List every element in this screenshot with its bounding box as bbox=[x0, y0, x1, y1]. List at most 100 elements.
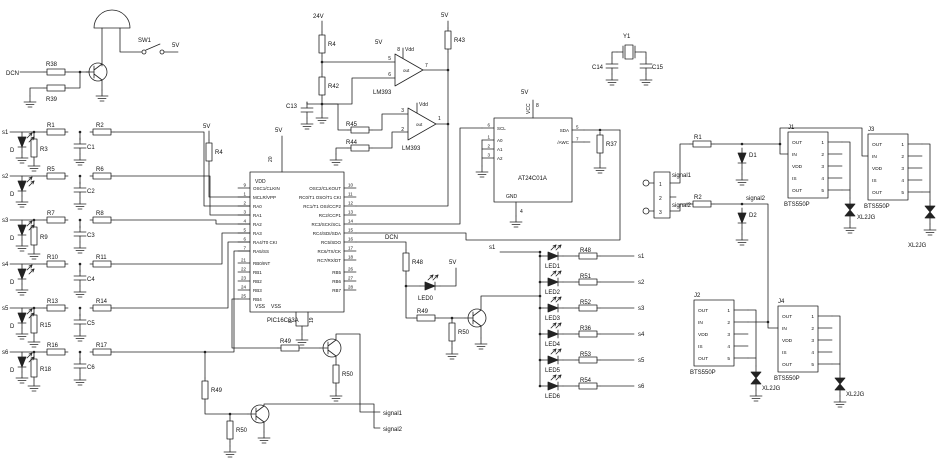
resistor bbox=[280, 344, 300, 352]
pin-name: IS bbox=[872, 178, 877, 184]
npn-transistor bbox=[255, 405, 265, 413]
arrow-icon bbox=[552, 270, 557, 273]
label-signal2-net2: signal2 bbox=[383, 427, 403, 433]
resistor bbox=[596, 134, 604, 154]
wire bbox=[741, 203, 779, 329]
arrow-icon bbox=[28, 352, 33, 355]
label-r2: R2 bbox=[694, 195, 702, 201]
pin-number: 8 bbox=[536, 103, 539, 109]
label-led1: LED1 bbox=[545, 264, 561, 270]
label-signal1-net: signal1 bbox=[383, 411, 403, 417]
label-led6: LED6 bbox=[545, 394, 561, 400]
part-xl2jg: XL2JG bbox=[857, 215, 876, 221]
pin-number: 1 bbox=[243, 192, 246, 197]
label-led3: LED3 bbox=[545, 316, 561, 322]
label-c14: C14 bbox=[592, 65, 604, 71]
label-r49: R49 bbox=[417, 309, 429, 315]
resistor bbox=[46, 216, 66, 224]
pin-name: MCLR/VPP bbox=[253, 195, 276, 200]
label-5v: 5V bbox=[172, 43, 179, 49]
pin-name: RB7 bbox=[332, 288, 341, 293]
photodiode bbox=[17, 180, 27, 192]
arrow-icon bbox=[550, 348, 557, 355]
junction-dot bbox=[78, 70, 82, 74]
connector-terminal bbox=[642, 179, 650, 187]
label-r1: R1 bbox=[47, 123, 55, 129]
diode bbox=[737, 152, 747, 164]
pin-number: 2 bbox=[811, 326, 814, 332]
label-5v: 5V bbox=[441, 13, 448, 19]
label-r7: R7 bbox=[47, 211, 55, 217]
pin-name: IN bbox=[872, 154, 877, 160]
arrow-icon bbox=[557, 296, 562, 299]
pin-name: IN bbox=[782, 326, 787, 332]
pin-name: RA2 bbox=[253, 222, 262, 227]
wire bbox=[439, 267, 457, 287]
arrow-icon bbox=[554, 348, 557, 353]
label-c6: C6 bbox=[87, 365, 95, 371]
arrow-icon bbox=[555, 322, 562, 329]
pin-number: 2 bbox=[727, 320, 730, 326]
pin-name: IS bbox=[792, 176, 797, 182]
label-r50: R50 bbox=[342, 372, 354, 378]
wire bbox=[113, 250, 251, 353]
part-bts550p: BTS550P bbox=[864, 204, 890, 210]
label-r6: R6 bbox=[96, 167, 104, 173]
pin-number: 2 bbox=[243, 201, 246, 206]
label-d: D bbox=[10, 148, 15, 154]
pin-number: 5 bbox=[727, 356, 730, 362]
arrow-icon bbox=[554, 374, 557, 379]
label-dcn: DCN bbox=[6, 71, 19, 77]
pin-number: 12 bbox=[348, 201, 354, 206]
label-gnd: GND bbox=[506, 194, 518, 200]
arrow-icon bbox=[557, 348, 562, 351]
switch bbox=[159, 49, 165, 55]
arrow-icon bbox=[557, 322, 562, 325]
pin-number: 7 bbox=[425, 63, 428, 69]
pin-name: RA4/T0 CKI bbox=[253, 240, 277, 245]
label-r50: R50 bbox=[458, 330, 470, 336]
pin-number: 24 bbox=[241, 285, 247, 290]
pin-number: 1 bbox=[438, 116, 441, 122]
label-r50: R50 bbox=[236, 428, 248, 434]
label-s6-out: s6 bbox=[638, 384, 645, 390]
pin-name: IS bbox=[782, 350, 787, 356]
label-r36: R36 bbox=[580, 326, 592, 332]
pin-name: IN bbox=[698, 320, 703, 326]
wire bbox=[208, 163, 251, 198]
arrow-icon bbox=[30, 132, 33, 137]
label-r16: R16 bbox=[47, 343, 59, 349]
arrow-icon bbox=[28, 180, 35, 187]
label-led5: LED5 bbox=[545, 368, 561, 374]
pin-number: 5 bbox=[243, 228, 246, 233]
pin-name: OUT bbox=[698, 308, 708, 314]
pin-name: OUT bbox=[792, 188, 802, 194]
wire bbox=[921, 143, 931, 201]
label-r37: R37 bbox=[606, 142, 618, 148]
wire bbox=[831, 315, 841, 373]
label-s5: s5 bbox=[2, 306, 9, 312]
label-s2: s2 bbox=[2, 174, 9, 180]
part-xl2jg: XL2JG bbox=[846, 392, 865, 398]
pin-name: A0 bbox=[497, 138, 503, 143]
wire bbox=[779, 127, 869, 157]
pin-name: RB4 bbox=[253, 297, 262, 302]
resistor bbox=[46, 128, 66, 136]
resistor bbox=[30, 358, 38, 378]
pin-number: 10 bbox=[348, 183, 354, 188]
npn-transistor bbox=[93, 73, 103, 81]
pin-number: 1 bbox=[487, 135, 490, 140]
arrow-icon bbox=[550, 296, 557, 303]
arrow-icon bbox=[555, 296, 562, 303]
pin-number: 20 bbox=[268, 156, 274, 162]
label-r39: R39 bbox=[46, 97, 58, 103]
label-d: D bbox=[10, 236, 15, 242]
pin-number: 3 bbox=[487, 153, 490, 158]
junction-dot bbox=[203, 350, 207, 354]
arrow-icon bbox=[552, 296, 557, 299]
arrow-icon bbox=[30, 264, 33, 269]
resistor bbox=[416, 314, 436, 322]
label-signal2-net: signal2 bbox=[746, 196, 766, 202]
pin-name: IS bbox=[698, 344, 703, 350]
label-out: out bbox=[403, 68, 410, 73]
